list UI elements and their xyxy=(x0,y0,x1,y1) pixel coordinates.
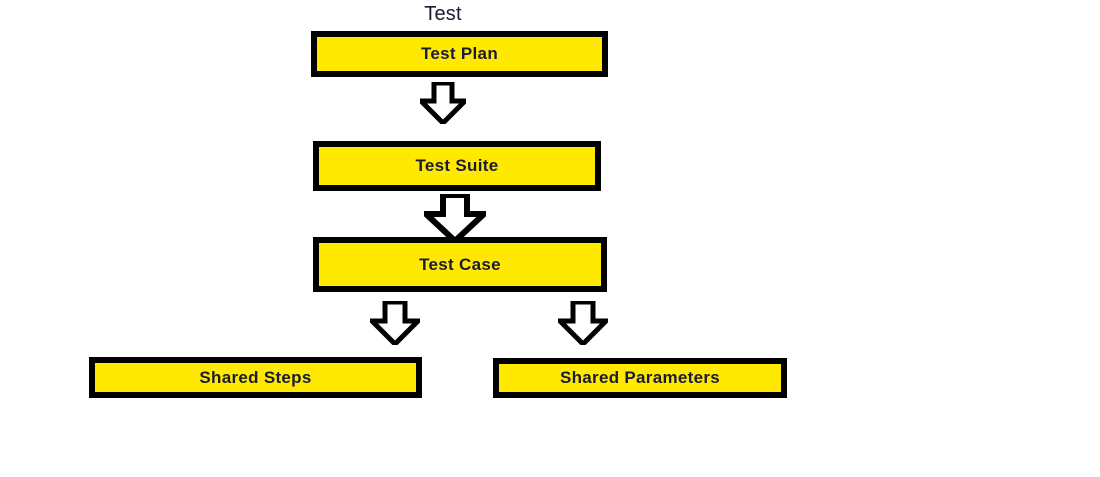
down-arrow-icon-plan-to-suite xyxy=(420,82,466,124)
node-test-plan[interactable]: Test Plan xyxy=(311,31,608,77)
down-arrow-icon-case-to-shared-steps xyxy=(370,301,420,345)
node-test-case[interactable]: Test Case xyxy=(313,237,607,292)
node-test-plan-label: Test Plan xyxy=(420,44,499,63)
down-arrow-icon-case-to-shared-parameters xyxy=(558,301,608,345)
diagram-title: Test xyxy=(424,3,462,25)
node-test-case-label: Test Case xyxy=(419,254,501,274)
node-shared-steps[interactable]: Shared Steps xyxy=(89,357,422,398)
node-shared-parameters[interactable]: Shared Parameters xyxy=(493,358,787,398)
down-arrow-icon-suite-to-case xyxy=(424,194,486,242)
node-shared-parameters-label: Shared Parameters xyxy=(559,368,721,387)
node-shared-steps-label: Shared Steps xyxy=(199,367,312,387)
node-test-suite[interactable]: Test Suite xyxy=(313,141,601,191)
node-test-suite-label: Test Suite xyxy=(415,156,499,175)
